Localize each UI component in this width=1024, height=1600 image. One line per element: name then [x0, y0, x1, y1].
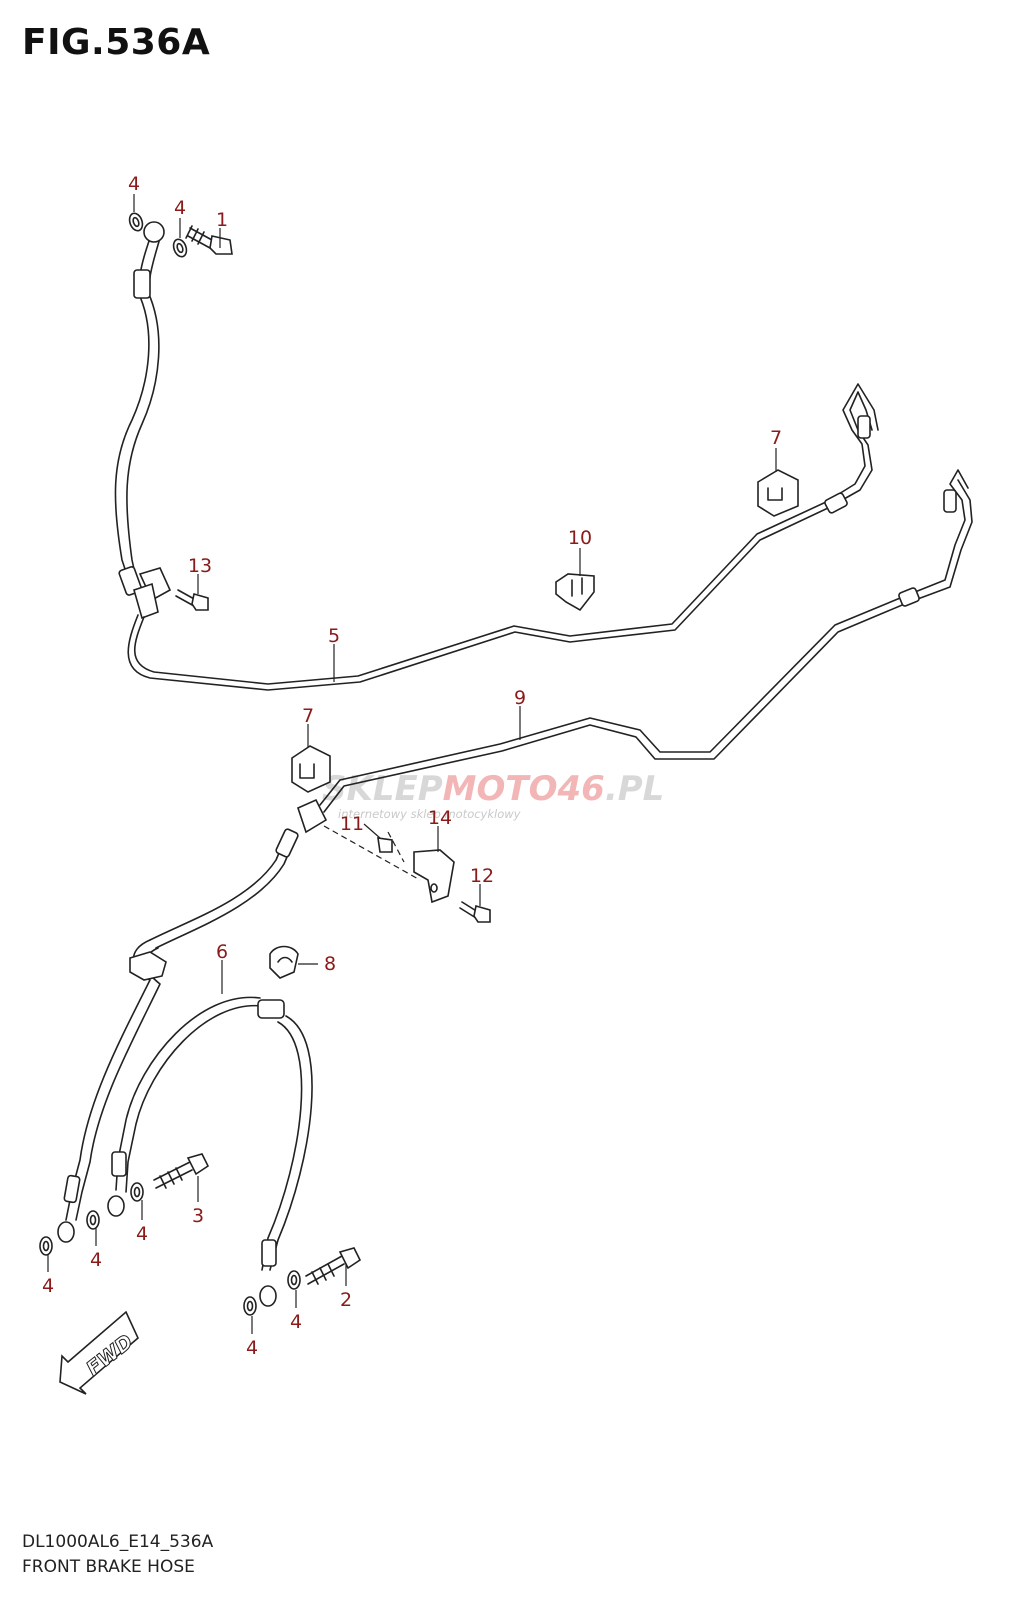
callout-4: 4	[128, 173, 140, 195]
callout-11: 11	[340, 813, 364, 835]
washer-4-e	[39, 1236, 53, 1256]
brake-pipe-9	[319, 469, 973, 813]
callout-7: 7	[302, 705, 314, 727]
callout-4: 4	[90, 1249, 102, 1271]
washer-4-d	[86, 1210, 100, 1230]
callout-3: 3	[192, 1205, 204, 1227]
upper-brake-hose	[114, 221, 165, 596]
watermark-main-left: SKLEP	[322, 769, 443, 809]
callout-4: 4	[246, 1337, 258, 1359]
clamp-7-lower	[291, 745, 331, 793]
watermark-main-accent: MOTO46	[443, 769, 605, 809]
bolt-3	[153, 1153, 210, 1189]
clamp-7-upper	[757, 469, 799, 517]
washer-4-g	[243, 1296, 257, 1316]
callout-8: 8	[324, 953, 336, 975]
callout-leaders	[47, 194, 777, 1334]
hose-6	[107, 996, 313, 1307]
forward-arrow-icon: FWD	[59, 1310, 139, 1395]
bolt-11	[377, 837, 393, 853]
model-code: DL1000AL6_E14_536A	[22, 1532, 214, 1552]
washer-4-b	[172, 238, 188, 258]
splitter-block	[149, 798, 328, 949]
bracket-14	[323, 825, 455, 904]
callout-12: 12	[470, 865, 494, 887]
bolt-2	[305, 1247, 362, 1285]
callout-10: 10	[568, 527, 592, 549]
clip-10	[555, 573, 595, 612]
watermark-sub: internetowy sklep motocyklowy	[338, 807, 521, 821]
svg-text:SKLEPMOTO46.PL: SKLEPMOTO46.PL	[322, 769, 664, 809]
callout-9: 9	[514, 687, 526, 709]
bolt-13	[175, 589, 209, 611]
brake-pipe-5	[127, 383, 879, 691]
callout-4: 4	[290, 1311, 302, 1333]
joint-block	[133, 567, 172, 620]
callout-5: 5	[328, 625, 340, 647]
lower-hose-left	[57, 939, 167, 1243]
callout-1: 1	[216, 209, 228, 231]
bolt-1	[185, 225, 233, 255]
washer-4-a	[128, 212, 144, 232]
callout-14: 14	[428, 807, 452, 829]
clamp-8	[269, 945, 299, 979]
figure-title: FIG.536A	[22, 22, 211, 63]
figure-caption: FRONT BRAKE HOSE	[22, 1557, 195, 1577]
callout-7: 7	[770, 427, 782, 449]
callout-4: 4	[136, 1223, 148, 1245]
washer-4-f	[287, 1270, 301, 1290]
washer-4-c	[130, 1182, 144, 1202]
callout-4: 4	[42, 1275, 54, 1297]
bolt-12	[459, 901, 491, 923]
watermark: SKLEPMOTO46.PL internetowy sklep motocyk…	[322, 769, 664, 821]
callout-2: 2	[340, 1289, 352, 1311]
callout-13: 13	[188, 555, 212, 577]
callouts: 4 4 1 7 10 13 5 9 7 11 14 12 6 8 3 4 4 4…	[42, 173, 782, 1359]
callout-6: 6	[216, 941, 228, 963]
watermark-main-right: .PL	[605, 769, 665, 809]
callout-4: 4	[174, 197, 186, 219]
